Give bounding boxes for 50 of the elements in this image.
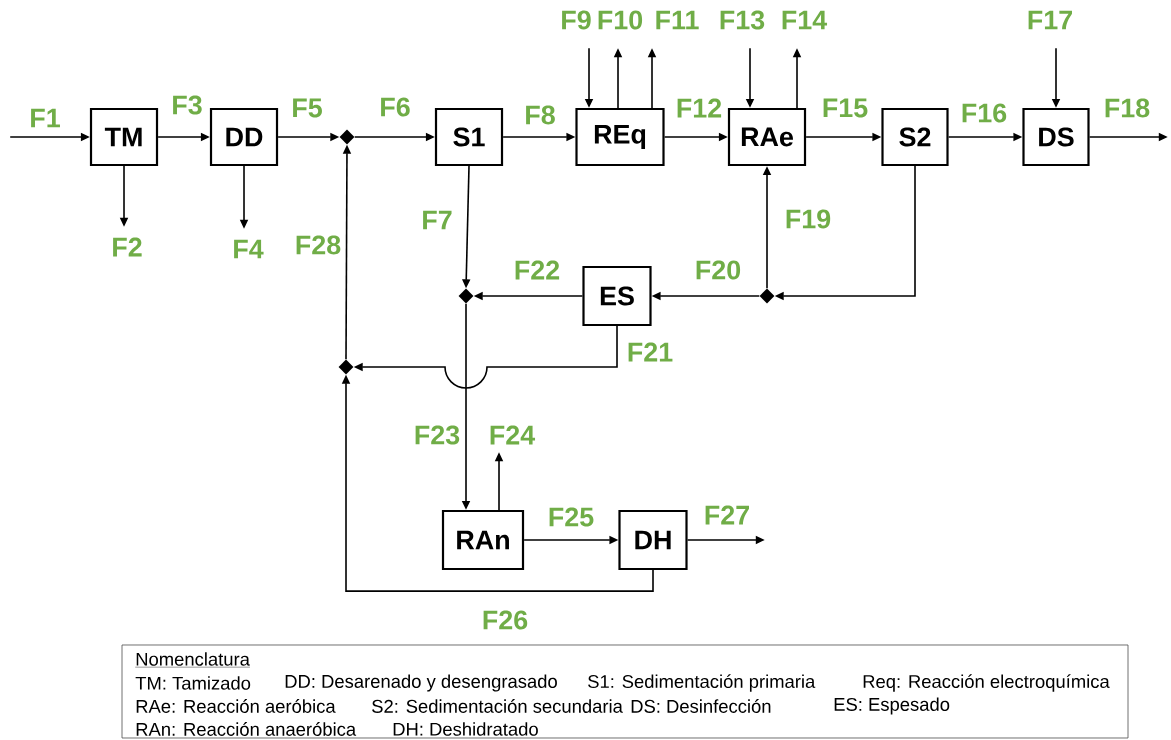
edge-label: F19 (783, 208, 833, 230)
edge-label: F26 (480, 609, 530, 631)
edge-label: F15 (820, 97, 870, 119)
edge-label: F3 (170, 94, 204, 116)
edge-label: F27 (702, 504, 752, 526)
nomenclature-box (121, 644, 1129, 739)
process-box: ES (582, 265, 652, 327)
edge-label: F8 (523, 104, 557, 126)
edge-label: F10 (595, 9, 645, 31)
process-box: S2 (881, 107, 949, 167)
process-box: RAn (441, 509, 525, 571)
legend-entry: DH: Deshidratado (393, 722, 538, 736)
process-box: DH (618, 509, 688, 571)
legend-entry: TM: Tamizado (135, 676, 251, 690)
edge-label: F6 (378, 96, 412, 118)
edge-label: F14 (779, 9, 829, 31)
edge-label: F23 (412, 424, 462, 446)
process-box: RAe (727, 107, 807, 167)
legend-entry: DD: Desarenado y desengrasado (285, 674, 557, 692)
legend-entry: S1: Sedimentación primaria (588, 674, 816, 692)
legend-entry: S2: Sedimentación secundaria (372, 699, 623, 713)
edge-label: F5 (290, 97, 324, 119)
edge-label: F11 (653, 9, 701, 31)
process-box: DS (1022, 107, 1090, 167)
edge-label: F7 (420, 209, 454, 231)
edge-label: F9 (559, 9, 593, 31)
process-box: DD (209, 107, 279, 167)
legend-entry: RAn: Reacción anaeróbica (136, 722, 357, 736)
legend-entry: Req: Reacción electroquímica (863, 674, 1110, 692)
process-box: REq (575, 107, 665, 167)
edge-label: F2 (110, 236, 144, 258)
edge-label: F20 (693, 259, 743, 281)
edge-label: F13 (717, 9, 767, 31)
legend-entry: RAe: Reacción aeróbica (136, 699, 336, 713)
edge-label: F28 (293, 234, 343, 256)
edge-label: F22 (512, 259, 562, 281)
edge-label: F21 (625, 341, 675, 363)
edge-label: F16 (959, 102, 1009, 124)
edge-label: F24 (487, 424, 537, 446)
process-box: S1 (434, 107, 504, 167)
legend-entry: ES: Espesado (834, 697, 950, 715)
process-box: TM (89, 107, 159, 167)
edge-label: F25 (546, 506, 596, 528)
edge-label: F4 (231, 238, 265, 260)
legend-entry: DS: Desinfección (631, 699, 771, 713)
edge-label: F12 (674, 97, 724, 119)
edge-label: F18 (1102, 97, 1152, 119)
edge-label: F1 (28, 107, 62, 129)
edge-label: F17 (1025, 9, 1075, 31)
legend-title: Nomenclatura (135, 652, 251, 668)
